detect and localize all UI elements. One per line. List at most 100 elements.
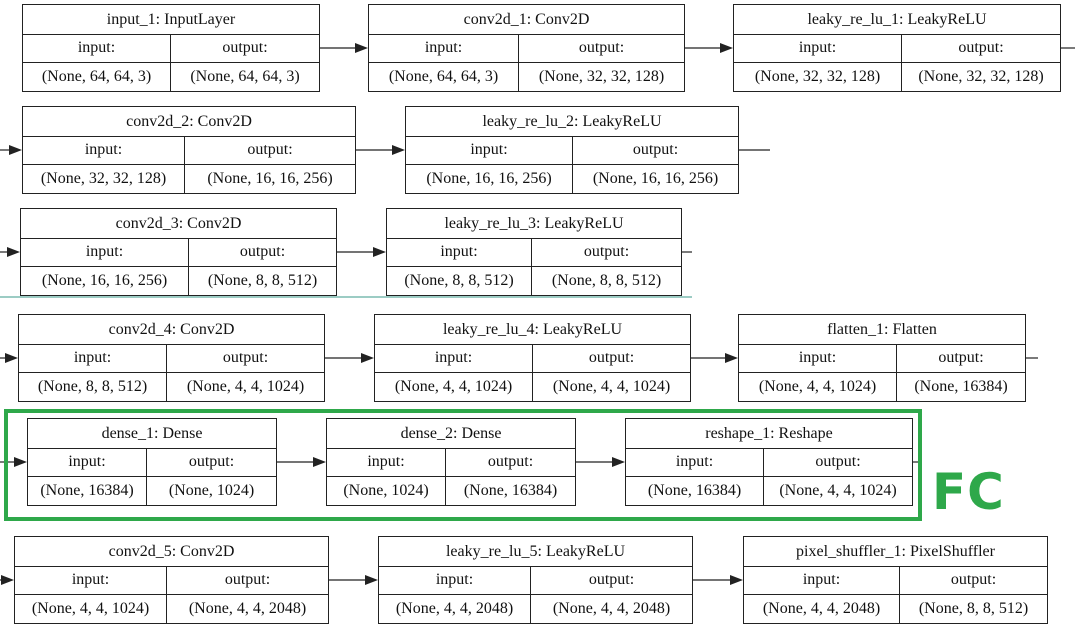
output-shape: (None, 4, 4, 2048)	[188, 600, 307, 617]
input-label: input:	[28, 448, 147, 477]
output-shape: (None, 4, 4, 1024)	[186, 378, 305, 395]
input-label: input:	[734, 34, 902, 63]
layer-title: dense_2: Dense	[327, 419, 575, 449]
arrowhead	[355, 43, 368, 53]
output-shape: (None, 64, 64, 3)	[190, 68, 300, 85]
output-label: output:	[533, 344, 690, 373]
output-shape: (None, 4, 4, 2048)	[552, 600, 671, 617]
input-label: input:	[21, 238, 189, 267]
input-shape: (None, 64, 64, 3)	[369, 63, 519, 91]
input-label: input:	[19, 344, 167, 373]
input-shape: (None, 16, 16, 256)	[21, 267, 189, 295]
layer-title: input_1: InputLayer	[23, 5, 319, 35]
arrowhead	[14, 457, 27, 467]
input-label: input:	[406, 136, 573, 165]
arrowhead	[725, 353, 738, 363]
output-label: output:	[573, 136, 738, 165]
layer-title: conv2d_4: Conv2D	[19, 315, 324, 345]
layer-title: conv2d_3: Conv2D	[21, 209, 336, 239]
output-shape: (None, 32, 32, 128)	[918, 68, 1044, 85]
output-shape: (None, 8, 8, 512)	[918, 600, 1029, 617]
input-shape: (None, 4, 4, 2048)	[379, 595, 531, 623]
arrowhead	[7, 247, 20, 257]
output-label: output:	[171, 34, 319, 63]
input-label: input:	[15, 566, 167, 595]
output-label: output:	[189, 238, 336, 267]
layer-title: conv2d_1: Conv2D	[369, 5, 684, 35]
output-shape: (None, 16384)	[463, 482, 558, 499]
input-shape: (None, 8, 8, 512)	[19, 373, 167, 401]
layer-title: leaky_re_lu_5: LeakyReLU	[379, 537, 692, 567]
output-label: output:	[531, 566, 692, 595]
output-shape: (None, 16, 16, 256)	[592, 170, 719, 187]
layer-title: reshape_1: Reshape	[626, 419, 912, 449]
layer-title: conv2d_2: Conv2D	[23, 107, 355, 137]
output-shape: (None, 4, 4, 1024)	[552, 378, 671, 395]
input-label: input:	[369, 34, 519, 63]
input-shape: (None, 16384)	[626, 477, 764, 505]
input-shape: (None, 32, 32, 128)	[734, 63, 902, 91]
output-shape: (None, 16384)	[914, 378, 1008, 395]
input-shape: (None, 8, 8, 512)	[387, 267, 532, 295]
input-label: input:	[327, 448, 446, 477]
output-label: output:	[900, 566, 1047, 595]
output-label: output:	[185, 136, 355, 165]
input-label: input:	[23, 136, 185, 165]
input-shape: (None, 4, 4, 1024)	[15, 595, 167, 623]
input-label: input:	[23, 34, 171, 63]
input-label: input:	[375, 344, 533, 373]
input-label: input:	[626, 448, 764, 477]
arrowhead	[392, 145, 405, 155]
fc-highlight-box	[4, 409, 922, 521]
input-shape: (None, 4, 4, 1024)	[739, 373, 897, 401]
input-shape: (None, 4, 4, 2048)	[744, 595, 900, 623]
output-shape: (None, 4, 4, 1024)	[779, 482, 897, 499]
input-label: input:	[739, 344, 897, 373]
output-label: output:	[167, 566, 328, 595]
output-shape: (None, 16, 16, 256)	[207, 170, 333, 187]
output-label: output:	[147, 448, 276, 477]
arrowhead	[1, 575, 14, 585]
arrowhead	[730, 575, 743, 585]
input-shape: (None, 16384)	[28, 477, 147, 505]
output-label: output:	[902, 34, 1060, 63]
layer-title: conv2d_5: Conv2D	[15, 537, 328, 567]
layer-title: dense_1: Dense	[28, 419, 276, 449]
input-shape: (None, 1024)	[327, 477, 446, 505]
output-shape: (None, 1024)	[168, 482, 255, 499]
output-shape: (None, 8, 8, 512)	[551, 272, 662, 289]
output-label: output:	[167, 344, 324, 373]
arrowhead	[365, 575, 378, 585]
arrowhead	[373, 247, 386, 257]
arrowhead	[5, 353, 18, 363]
input-label: input:	[387, 238, 532, 267]
fc-label: FC	[932, 463, 1005, 521]
output-shape: (None, 8, 8, 512)	[207, 272, 318, 289]
input-shape: (None, 64, 64, 3)	[23, 63, 171, 91]
output-label: output:	[446, 448, 575, 477]
layer-title: leaky_re_lu_2: LeakyReLU	[406, 107, 738, 137]
layer-title: pixel_shuffler_1: PixelShuffler	[744, 537, 1047, 567]
arrowhead	[9, 145, 22, 155]
output-label: output:	[897, 344, 1025, 373]
input-shape: (None, 16, 16, 256)	[406, 165, 573, 193]
input-shape: (None, 4, 4, 1024)	[375, 373, 533, 401]
arrowhead	[720, 43, 733, 53]
layer-title: flatten_1: Flatten	[739, 315, 1025, 345]
layer-title: leaky_re_lu_1: LeakyReLU	[734, 5, 1060, 35]
